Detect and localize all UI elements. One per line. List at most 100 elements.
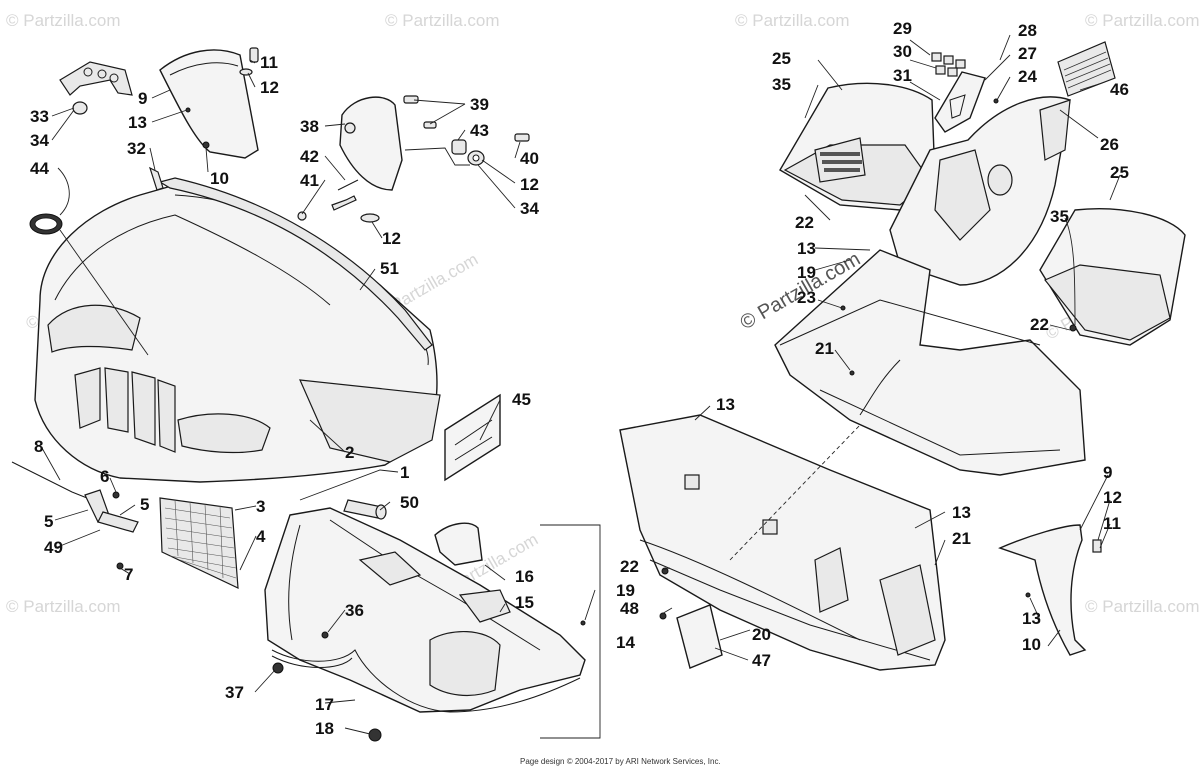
- callout-32: 32: [127, 139, 146, 158]
- callout-16: 16: [515, 567, 534, 586]
- callout-9-left: 9: [138, 89, 147, 108]
- callout-5-right: 5: [140, 495, 149, 514]
- fender-flare-right: [998, 524, 1087, 656]
- callout-25-left: 25: [772, 49, 791, 68]
- callout-8: 8: [34, 437, 43, 456]
- callout-28: 28: [1018, 21, 1037, 40]
- callout-49: 49: [44, 538, 63, 557]
- callout-12-right: 12: [1103, 488, 1122, 507]
- callout-35-left: 35: [772, 75, 791, 94]
- hood-assembly: [11, 47, 601, 742]
- front-storage-tray: [264, 507, 586, 713]
- floor-assembly: [619, 41, 1186, 671]
- footer-copyright: Page design © 2004-2017 by ARI Network S…: [520, 757, 721, 766]
- callout-2: 2: [345, 443, 354, 462]
- callout-25-right: 25: [1110, 163, 1129, 182]
- watermark-bottom-left: © Partzilla.com: [6, 597, 121, 616]
- hood-lens-right: [177, 413, 271, 454]
- callout-13-right: 13: [1022, 609, 1041, 628]
- callout-26: 26: [1100, 135, 1119, 154]
- callout-13-left: 13: [128, 113, 147, 132]
- callout-9-right: 9: [1103, 463, 1112, 482]
- callout-14: 14: [616, 633, 635, 652]
- callout-22-right: 22: [1030, 315, 1049, 334]
- callout-5-left: 5: [44, 512, 53, 531]
- crowler-decal: [444, 393, 501, 482]
- callout-10-right: 10: [1022, 635, 1041, 654]
- callout-15: 15: [515, 593, 534, 612]
- callout-36: 36: [345, 601, 364, 620]
- watermark-bottom-right: © Partzilla.com: [1085, 597, 1200, 616]
- callout-39: 39: [470, 95, 489, 114]
- floor-pan: [774, 249, 1086, 476]
- hood-latch-plate: [339, 96, 403, 191]
- callout-12-latch: 12: [520, 175, 539, 194]
- callout-48: 48: [620, 599, 639, 618]
- callout-44: 44: [30, 159, 49, 178]
- callout-11-left: 11: [260, 53, 278, 72]
- callout-19-floor: 19: [797, 263, 816, 282]
- tray-pad: [434, 522, 483, 566]
- callout-23: 23: [797, 288, 816, 307]
- watermark-top-far-right: © Partzilla.com: [1085, 11, 1200, 30]
- bracket-left: [59, 61, 133, 96]
- callout-20: 20: [752, 625, 771, 644]
- callout-34-left: 34: [30, 131, 49, 150]
- callout-4: 4: [256, 527, 266, 546]
- callout-31: 31: [893, 66, 912, 85]
- callout-40: 40: [520, 149, 539, 168]
- callout-17: 17: [315, 695, 334, 714]
- callout-43: 43: [470, 121, 489, 140]
- tray-seal: [271, 649, 581, 713]
- callout-10-left: 10: [210, 169, 229, 188]
- access-plate: [676, 604, 723, 669]
- callout-37: 37: [225, 683, 244, 702]
- watermark-top-center: © Partzilla.com: [385, 11, 500, 30]
- callout-51: 51: [380, 259, 399, 278]
- firewall-panel: [619, 414, 946, 671]
- hood-lens-left: [47, 304, 141, 353]
- leader-lines: [41, 34, 1121, 735]
- callout-29: 29: [893, 19, 912, 38]
- callout-22-panel: 22: [620, 557, 639, 576]
- callout-12-washer: 12: [382, 229, 401, 248]
- callout-42: 42: [300, 147, 319, 166]
- callout-24: 24: [1018, 67, 1037, 86]
- callout-21-panel: 21: [952, 529, 971, 548]
- callout-1: 1: [400, 463, 409, 482]
- callout-21-floor: 21: [815, 339, 834, 358]
- watermark-top-right: © Partzilla.com: [735, 11, 850, 30]
- warning-decal: [1057, 41, 1116, 97]
- callout-34-latch: 34: [520, 199, 539, 218]
- callout-30: 30: [893, 42, 912, 61]
- callout-47: 47: [752, 651, 771, 670]
- hood-rear-panel: [299, 379, 441, 463]
- shift-gate: [934, 71, 986, 133]
- callout-22-left: 22: [795, 213, 814, 232]
- callout-3: 3: [256, 497, 265, 516]
- callout-7: 7: [124, 565, 133, 584]
- callout-19-left: 19: [616, 581, 635, 600]
- hood-trim-strip: [158, 177, 433, 351]
- hood-cable: [11, 461, 93, 501]
- callout-13-panel-right: 13: [952, 503, 971, 522]
- callout-46: 46: [1110, 80, 1129, 99]
- callout-12-left: 12: [260, 78, 279, 97]
- callout-18: 18: [315, 719, 334, 738]
- callout-41: 41: [300, 171, 319, 190]
- callout-6: 6: [100, 467, 109, 486]
- callout-labels: 11 12 9 13 10 33 34 32 44 51 38 42 41 39…: [30, 19, 1129, 738]
- callout-33: 33: [30, 107, 49, 126]
- callout-13-panel: 13: [716, 395, 735, 414]
- callout-11-right: 11: [1103, 514, 1121, 533]
- callout-50: 50: [400, 493, 419, 512]
- callout-13-floor: 13: [797, 239, 816, 258]
- callout-27: 27: [1018, 44, 1037, 63]
- callout-38: 38: [300, 117, 319, 136]
- callout-45: 45: [512, 390, 531, 409]
- watermark-top-left: © Partzilla.com: [6, 11, 121, 30]
- callout-35-right: 35: [1050, 207, 1069, 226]
- hood-grille: [74, 367, 176, 453]
- fender-flare-left: [159, 49, 259, 159]
